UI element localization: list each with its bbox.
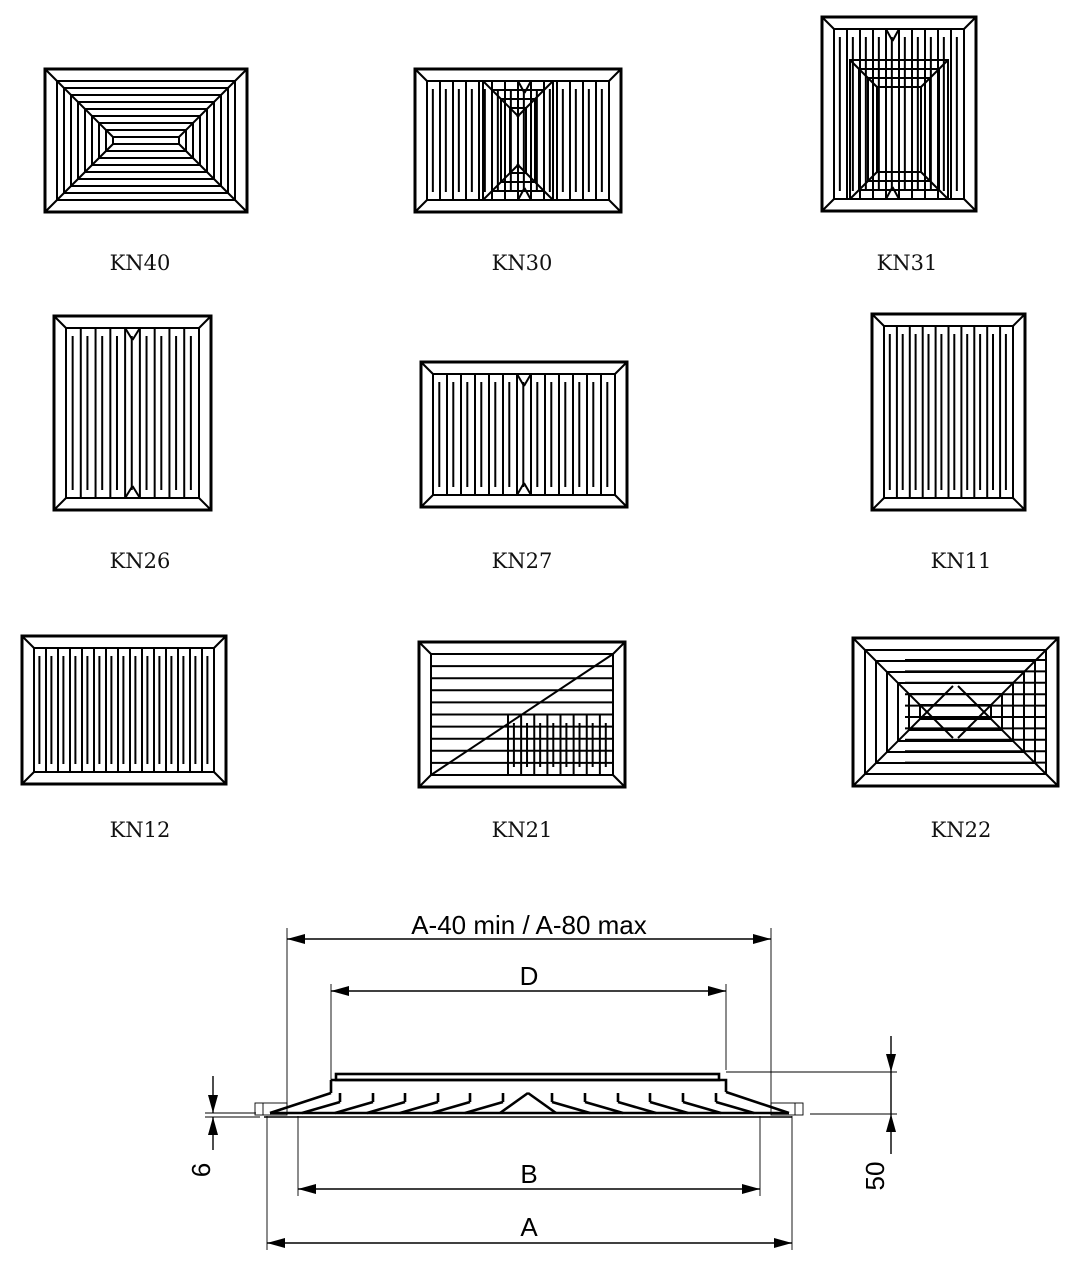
grille-labels: KN40 KN30 KN31 KN26 KN27 KN11 KN12 KN21 … xyxy=(110,251,992,842)
blade xyxy=(616,1093,657,1115)
center-blade xyxy=(499,1091,557,1115)
label-kn11: KN11 xyxy=(931,549,992,573)
blade xyxy=(334,1093,375,1115)
grille-kn31 xyxy=(820,15,978,213)
dimension-lines xyxy=(205,928,897,1250)
blade xyxy=(301,1093,342,1115)
blade xyxy=(366,1093,407,1115)
blade xyxy=(464,1093,505,1115)
dimension-labels: A-40 min / A-80 max D B A 6 50 xyxy=(186,910,890,1242)
grille-kn21 xyxy=(417,640,627,789)
blade xyxy=(550,1093,591,1115)
blade xyxy=(714,1093,755,1115)
grille-kn30 xyxy=(413,67,623,214)
diffuser-profile xyxy=(254,1072,804,1118)
label-kn30: KN30 xyxy=(492,251,553,275)
label-kn22: KN22 xyxy=(931,818,992,842)
ceiling-stub-right xyxy=(770,1102,804,1116)
ceiling-stub-left xyxy=(254,1102,288,1116)
grille-kn11 xyxy=(870,312,1027,512)
label-kn21: KN21 xyxy=(492,818,553,842)
grille-kn27 xyxy=(419,360,629,509)
label-kn40: KN40 xyxy=(110,251,171,275)
label-kn27: KN27 xyxy=(492,549,553,573)
section-drawing: A-40 min / A-80 max D B A 6 50 xyxy=(186,910,897,1250)
top-dimension-label: A-40 min / A-80 max xyxy=(411,910,647,940)
label-kn31: KN31 xyxy=(877,251,938,275)
grille-kn40 xyxy=(43,67,249,214)
right-dimension-label: 50 xyxy=(860,1162,890,1191)
diffuser-blades xyxy=(301,1091,755,1115)
grille-kn12 xyxy=(20,634,228,786)
b-dimension-label: B xyxy=(520,1159,537,1189)
grille-drawings xyxy=(20,15,1060,789)
blade xyxy=(681,1093,722,1115)
label-kn26: KN26 xyxy=(110,549,171,573)
blade xyxy=(648,1093,689,1115)
blade xyxy=(399,1093,440,1115)
grille-kn22 xyxy=(851,636,1060,788)
left-dimension-label: 6 xyxy=(186,1163,216,1177)
blade xyxy=(583,1093,624,1115)
d-dimension-label: D xyxy=(520,961,539,991)
label-kn12: KN12 xyxy=(110,818,171,842)
grille-kn26 xyxy=(52,314,213,512)
blade xyxy=(431,1093,472,1115)
a-dimension-label: A xyxy=(520,1212,538,1242)
